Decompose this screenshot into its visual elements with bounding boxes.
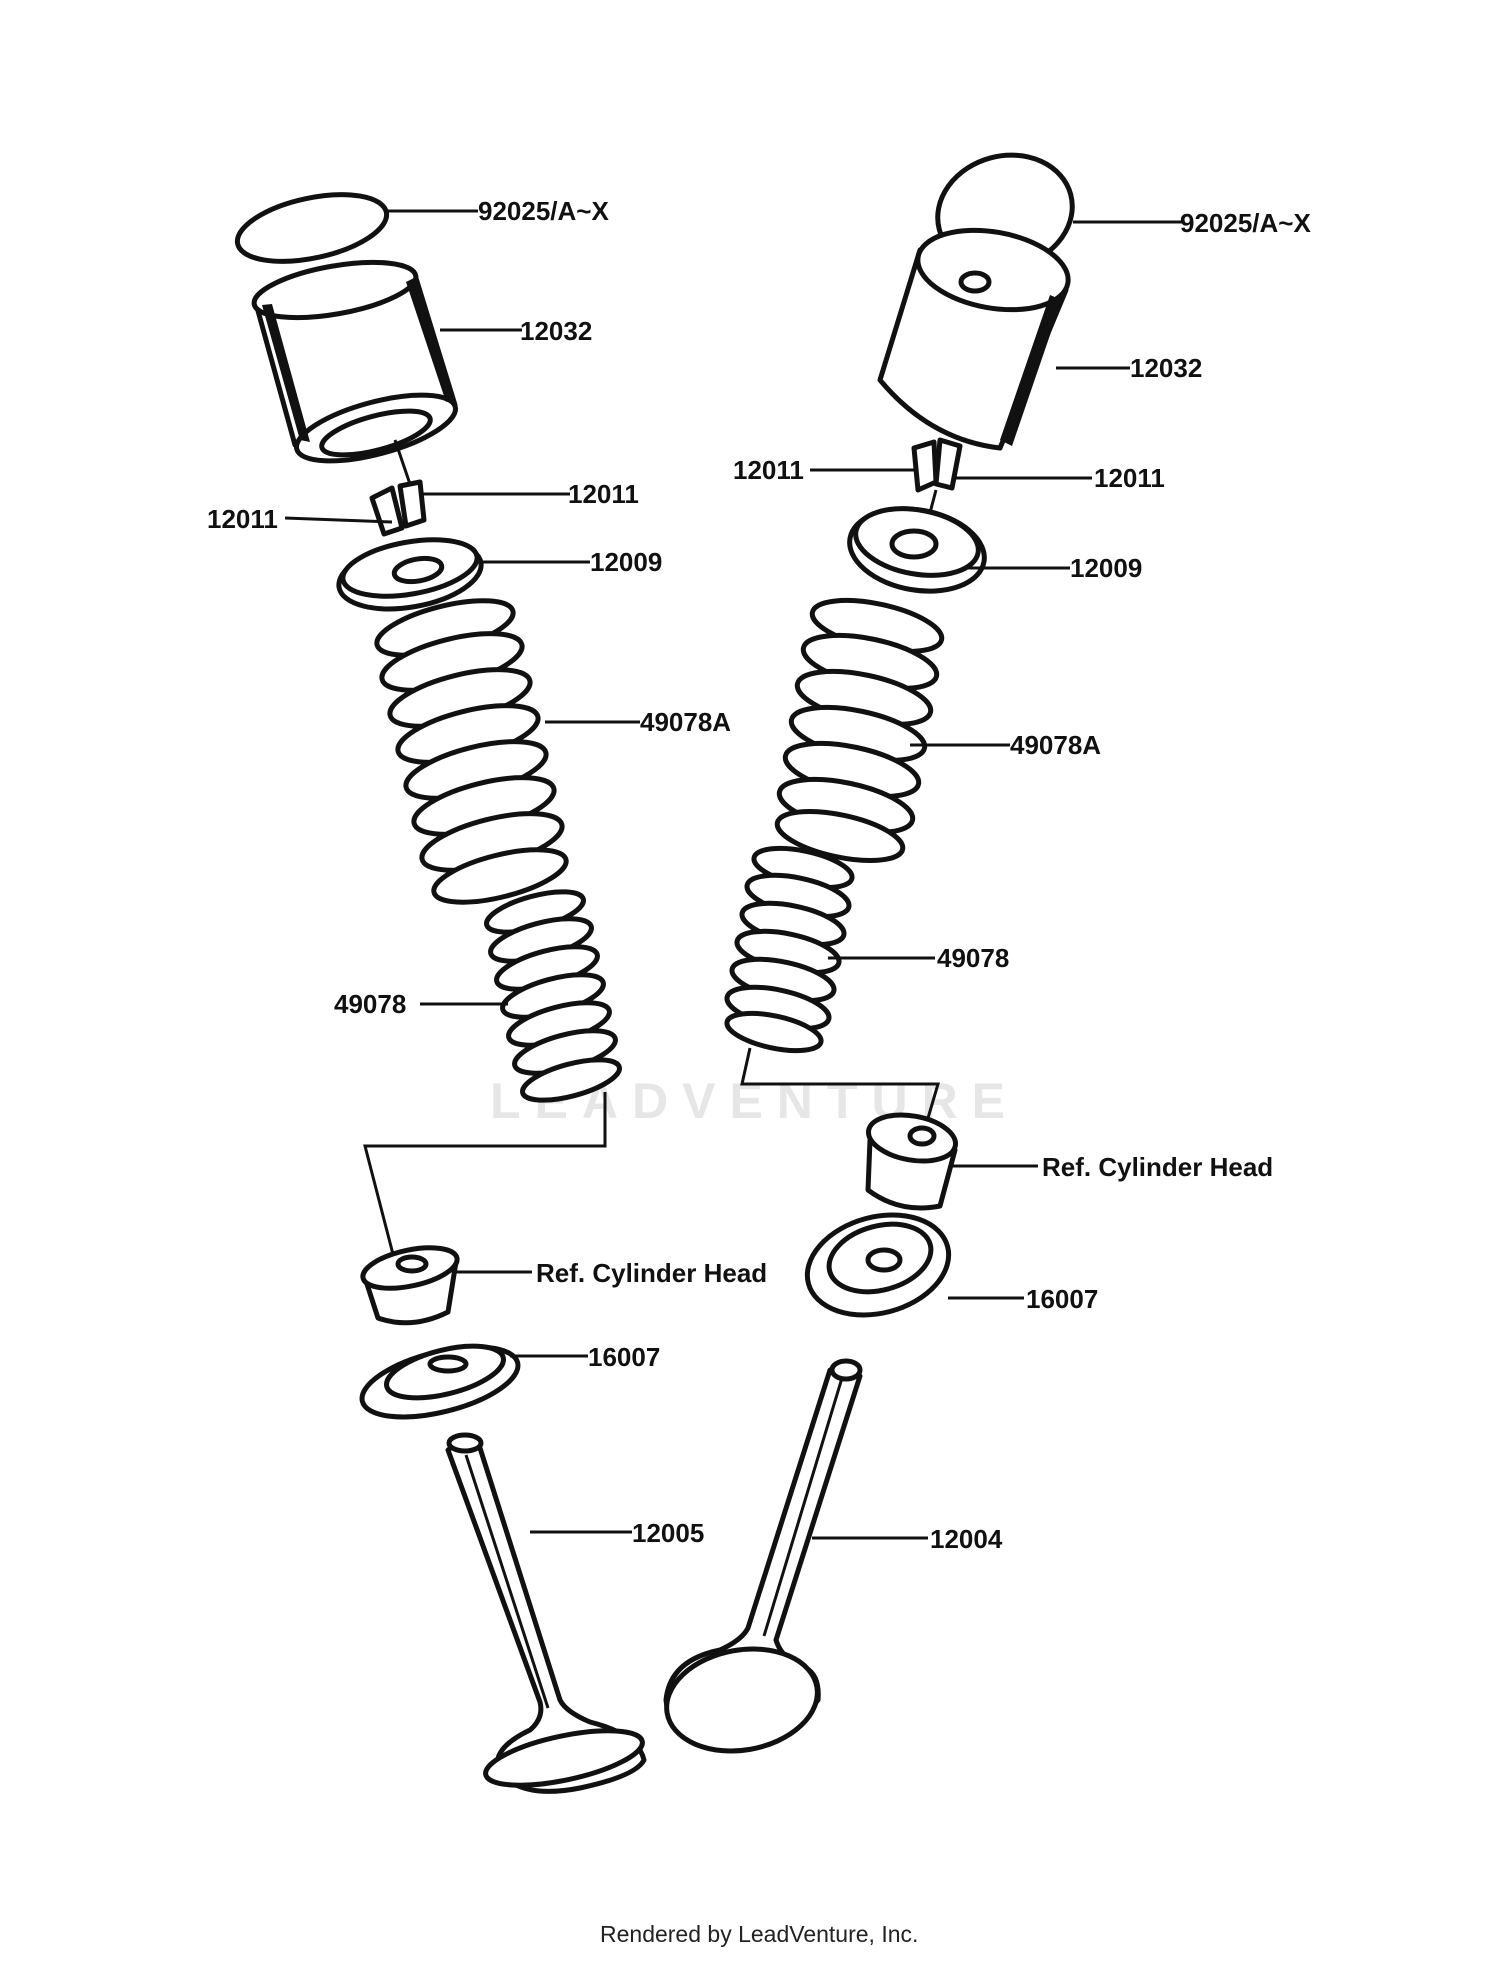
left-cotter-left-label: 12011: [207, 504, 278, 534]
left-guide: [360, 1245, 460, 1326]
left-shim: [234, 192, 390, 264]
left-tappet: [251, 259, 458, 464]
right-seat-label: 16007: [1026, 1284, 1098, 1314]
right-seat: [804, 1212, 952, 1318]
left-outer-spring: [374, 598, 569, 905]
left-inner-spring-label: 49078: [334, 989, 406, 1019]
right-outer-spring-label: 49078A: [1010, 730, 1101, 760]
left-connector-line: [363, 1092, 607, 1263]
right-assembly: 92025/A~X 12032 12011 12011 12009: [663, 152, 1311, 1754]
left-outer-spring-label: 49078A: [640, 707, 731, 737]
left-retainer-label: 12009: [590, 547, 662, 577]
footer-credit: Rendered by LeadVenture, Inc.: [600, 1921, 918, 1947]
right-tappet-label: 12032: [1130, 353, 1202, 383]
left-assembly: 92025/A~X 12032 12011 12011: [207, 192, 767, 1794]
left-cotters: [369, 479, 427, 537]
left-retainer: [336, 537, 484, 612]
right-guide: [865, 1112, 958, 1211]
left-tappet-label: 12032: [520, 316, 592, 346]
right-retainer: [847, 506, 987, 594]
left-shim-label: 92025/A~X: [478, 196, 609, 226]
left-cotter-right-label: 12011: [568, 479, 639, 509]
right-valve: [663, 1358, 863, 1754]
right-connector-line: [740, 1047, 941, 1119]
right-guide-label: Ref. Cylinder Head: [1042, 1152, 1273, 1182]
left-cotter-left-leader: [284, 516, 393, 524]
left-guide-label: Ref. Cylinder Head: [536, 1258, 767, 1288]
right-inner-spring: [724, 845, 855, 1054]
right-shim-label: 92025/A~X: [1180, 208, 1311, 238]
right-cotter-left-label: 12011: [733, 455, 804, 485]
right-outer-spring: [774, 597, 945, 863]
left-valve: [445, 1432, 647, 1794]
left-seat: [359, 1343, 521, 1420]
left-inner-spring: [484, 889, 622, 1103]
right-cotter-right-label: 12011: [1094, 463, 1165, 493]
right-inner-spring-label: 49078: [937, 943, 1009, 973]
right-valve-label: 12004: [930, 1524, 1003, 1554]
left-seat-label: 16007: [588, 1342, 660, 1372]
right-tappet: [877, 227, 1071, 451]
right-retainer-label: 12009: [1070, 553, 1142, 583]
left-valve-label: 12005: [632, 1518, 704, 1548]
right-cotters: [911, 437, 963, 493]
